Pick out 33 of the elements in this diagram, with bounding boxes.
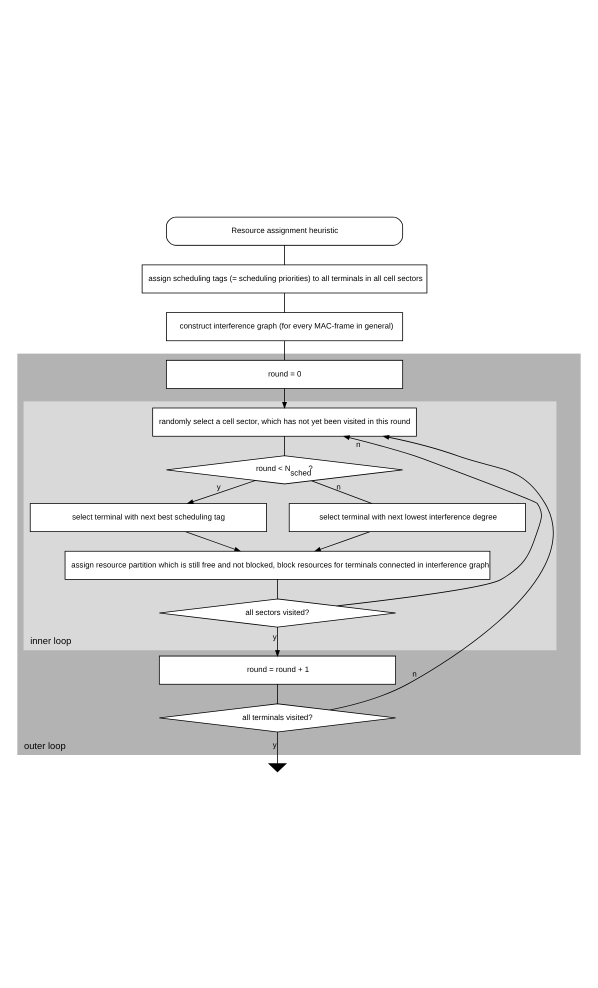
arrow (282, 388, 287, 409)
node-box: assign resource partition which is still free and not blocked, block resources for terminals connected in interference graph (64, 550, 490, 580)
arrow (336, 434, 542, 606)
edge-label: n (336, 482, 341, 492)
arrow (186, 480, 256, 504)
node-diamond: all terminals visited? (158, 702, 396, 732)
node-ground (268, 762, 288, 772)
edge-label: y (272, 740, 277, 749)
edge-label: y (216, 482, 221, 492)
connector (311, 480, 372, 504)
connector (284, 435, 285, 456)
arrow (314, 530, 370, 552)
arrow (185, 530, 242, 552)
edge-label: y (272, 632, 277, 641)
connector (284, 292, 285, 312)
arrow (329, 434, 553, 710)
node-box: randomly select a cell sector, which has not yet been visited in this round (152, 407, 417, 436)
connector (277, 731, 278, 764)
node-box: assign scheduling tags (= scheduling priorities) to all terminals in all cell sectors (142, 264, 428, 293)
node-diamond: all sectors visited? (158, 598, 396, 628)
node-box: Resource assignment heuristic (166, 216, 404, 246)
edge-label: n (356, 439, 360, 448)
node-box: round = round + 1 (158, 655, 396, 684)
connector (277, 578, 278, 599)
arrow (275, 626, 280, 657)
node-box: construct interference graph (for every MAC-frame in general) (166, 312, 404, 341)
connector (277, 683, 278, 704)
edge-label: n (412, 668, 417, 678)
node-box: select terminal with next lowest interference degree (288, 502, 526, 532)
connector (284, 340, 285, 360)
connector (284, 244, 285, 265)
node-box: round = 0 (166, 359, 404, 388)
node-box: select terminal with next best scheduling tag (30, 502, 267, 532)
